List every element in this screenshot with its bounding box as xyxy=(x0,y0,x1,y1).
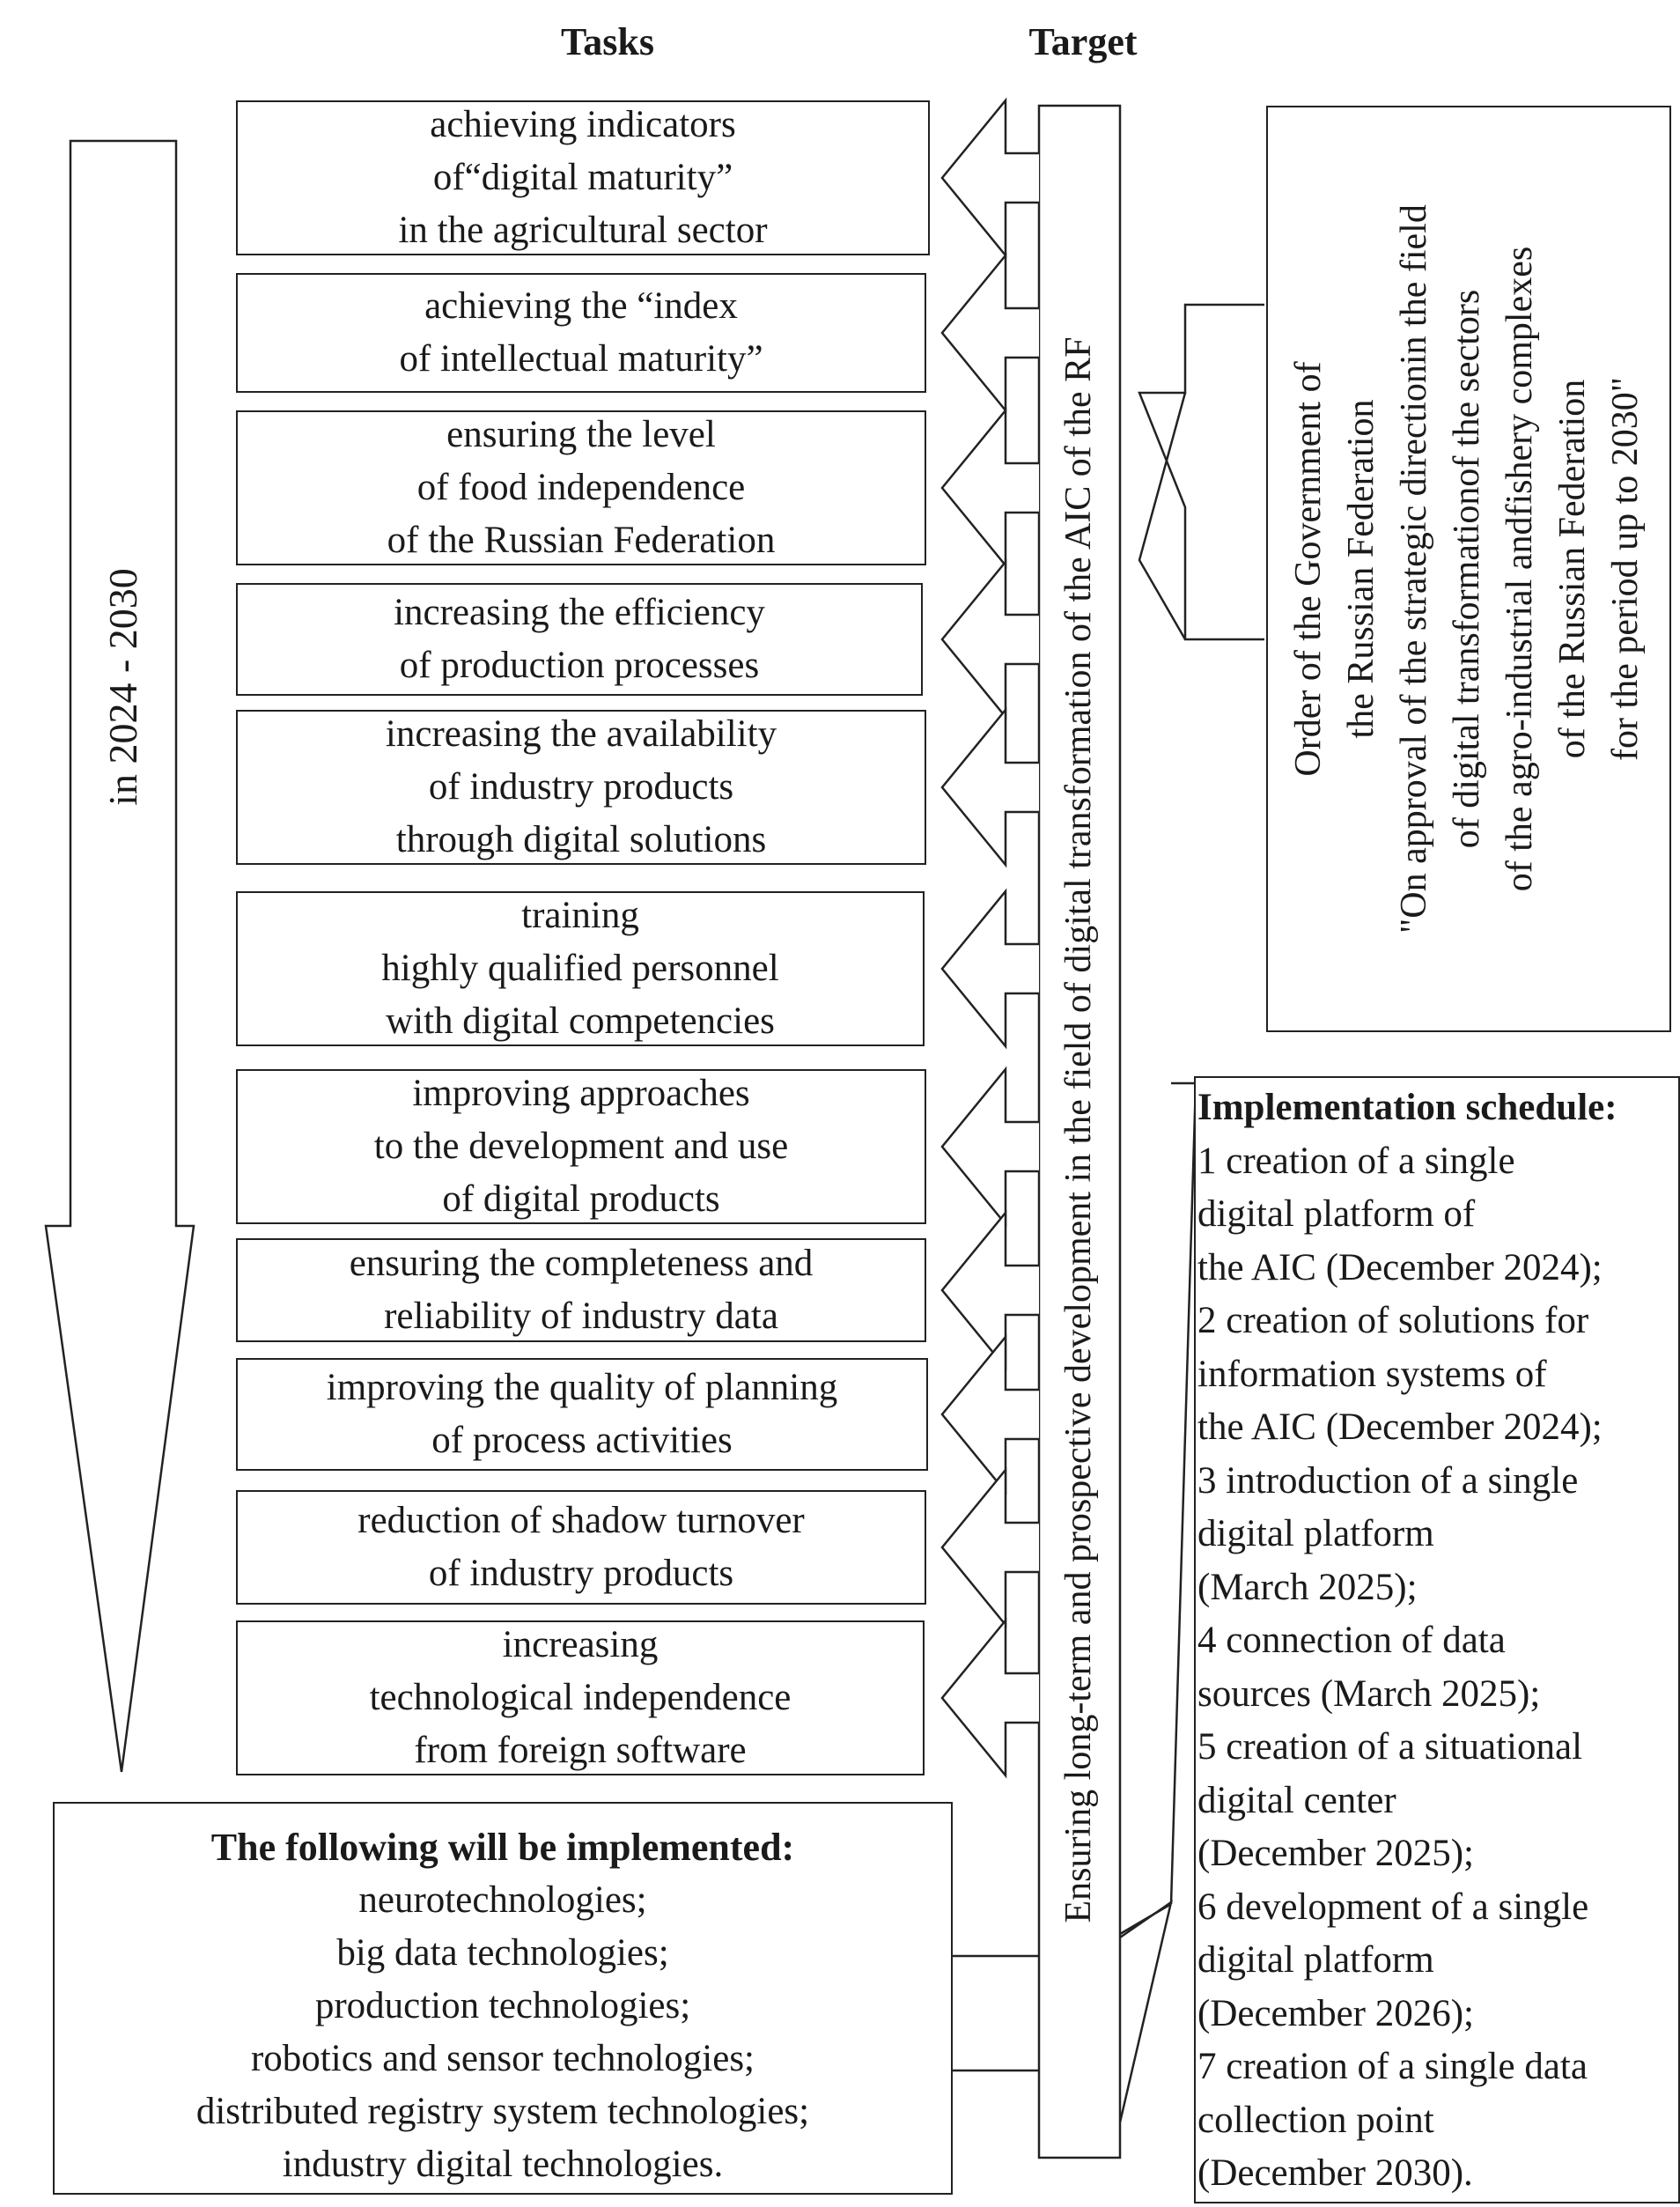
schedule-line: (December 2025); xyxy=(1197,1833,1474,1874)
schedule-line: collection point xyxy=(1197,2099,1434,2141)
task-arrow xyxy=(940,1066,1039,1228)
task-box: increasing the availability of industry … xyxy=(236,710,926,865)
schedule-line: 3 introduction of a single xyxy=(1197,1459,1579,1502)
order-line: Order of the Government of xyxy=(1288,361,1329,777)
task-arrow xyxy=(940,1333,1039,1495)
task-box: increasing technological independence fr… xyxy=(236,1620,925,1775)
schedule-line: digital platform xyxy=(1197,1513,1434,1554)
task-line: reliability of industry data xyxy=(384,1295,778,1337)
task-line: ensuring the level xyxy=(446,414,716,455)
task-box: improving the quality of planning of pro… xyxy=(236,1358,928,1471)
task-arrow xyxy=(940,1617,1039,1779)
task-box: ensuring the completeness and reliabilit… xyxy=(236,1238,926,1342)
order-line: for the period up to 2030" xyxy=(1605,377,1646,761)
schedule-line: sources (March 2025); xyxy=(1197,1672,1541,1715)
task-line: of“digital maturity” xyxy=(432,157,733,198)
period-label: in 2024 - 2030 xyxy=(100,568,145,806)
tasks-header: Tasks xyxy=(560,20,655,63)
order-line: of digital transformationof the sectors xyxy=(1447,289,1487,849)
task-line: of production processes xyxy=(399,645,760,686)
target-text: Ensuring long-term and prospective devel… xyxy=(1058,336,1099,1923)
implemented-item: neurotechnologies; xyxy=(358,1879,647,1921)
task-box: achieving the “index of intellectual mat… xyxy=(236,273,926,393)
task-arrow xyxy=(940,706,1039,868)
task-line: from foreign software xyxy=(414,1730,747,1771)
schedule-line: the AIC (December 2024); xyxy=(1197,1406,1603,1448)
schedule-line: 5 creation of a situational xyxy=(1197,1726,1583,1768)
task-box: achieving indicators of“digital maturity… xyxy=(236,100,930,255)
task-arrow xyxy=(940,888,1039,1050)
task-line: increasing xyxy=(502,1624,659,1665)
task-line: reduction of shadow turnover xyxy=(357,1500,805,1541)
task-line: increasing the availability xyxy=(385,713,777,755)
target-header: Target xyxy=(1028,20,1138,63)
task-line: to the development and use xyxy=(373,1126,789,1167)
schedule-line: digital platform xyxy=(1197,1939,1434,1981)
implemented-title: The following will be implemented: xyxy=(210,1826,795,1869)
task-line: in the agricultural sector xyxy=(398,210,768,251)
task-line: ensuring the completeness and xyxy=(349,1243,814,1284)
task-box: improving approaches to the development … xyxy=(236,1069,926,1224)
order-line: of the agro-industrial andfishery comple… xyxy=(1499,246,1540,892)
task-line: of digital products xyxy=(442,1178,720,1220)
task-line: of industry products xyxy=(428,1553,734,1594)
task-arrow xyxy=(940,407,1039,569)
implementation-schedule-box: Implementation schedule: 1 creation of a… xyxy=(1194,1076,1680,2203)
implemented-item: big data technologies; xyxy=(336,1932,669,1974)
schedule-line: (December 2026); xyxy=(1197,1992,1474,2034)
schedule-line: 2 creation of solutions for xyxy=(1197,1300,1589,1341)
task-box: reduction of shadow turnover of industry… xyxy=(236,1490,926,1605)
task-line: training xyxy=(521,895,639,936)
period-arrow xyxy=(44,139,195,1773)
task-box: training highly qualified personnel with… xyxy=(236,891,925,1046)
schedule-line: digital center xyxy=(1197,1779,1396,1821)
order-line: the Russian Federation xyxy=(1341,399,1382,739)
government-order-box xyxy=(1266,106,1671,1032)
task-arrow xyxy=(940,1466,1039,1628)
task-box: increasing the efficiency of production … xyxy=(236,583,923,696)
schedule-title: Implementation schedule: xyxy=(1197,1087,1617,1128)
task-arrow xyxy=(940,1209,1039,1371)
order-line: "On approval of the strategic directioni… xyxy=(1394,204,1434,934)
task-arrow xyxy=(940,558,1039,720)
schedule-line: (March 2025); xyxy=(1197,1566,1418,1608)
government-order-text: Order of the Government of the Russian F… xyxy=(1280,109,1654,1029)
schedule-line: 1 creation of a single xyxy=(1197,1140,1515,1182)
task-line: improving approaches xyxy=(412,1073,750,1114)
task-line: of intellectual maturity” xyxy=(399,338,763,380)
implemented-item: distributed registry system technologies… xyxy=(195,2091,810,2132)
order-line: of the Russian Federation xyxy=(1552,379,1593,759)
implemented-item: production technologies; xyxy=(314,1985,691,2026)
task-line: of the Russian Federation xyxy=(387,520,776,561)
task-line: increasing the efficiency xyxy=(394,592,765,633)
implemented-technologies-box: The following will be implemented: neuro… xyxy=(53,1802,953,2195)
schedule-line: 6 development of a single xyxy=(1197,1886,1589,1928)
task-box: ensuring the level of food independence … xyxy=(236,410,926,565)
task-line: achieving indicators xyxy=(430,104,736,145)
schedule-line: 4 connection of data xyxy=(1197,1620,1506,1661)
task-line: highly qualified personnel xyxy=(381,948,779,989)
task-arrow xyxy=(940,252,1039,414)
implemented-item: robotics and sensor technologies; xyxy=(250,2038,755,2079)
task-line: improving the quality of planning xyxy=(326,1367,838,1408)
task-line: technological independence xyxy=(369,1677,792,1718)
task-line: of food independence xyxy=(416,467,746,508)
schedule-line: the AIC (December 2024); xyxy=(1197,1246,1603,1288)
task-line: through digital solutions xyxy=(395,819,767,860)
schedule-line: information systems of xyxy=(1197,1353,1547,1395)
task-line: with digital competencies xyxy=(386,1000,775,1042)
schedule-line: (December 2030). xyxy=(1197,2152,1473,2194)
order-to-target-arrow xyxy=(1138,303,1264,641)
target-box xyxy=(1037,104,1122,2159)
task-line: of process activities xyxy=(431,1420,733,1461)
implemented-item: industry digital technologies. xyxy=(282,2144,724,2185)
task-line: achieving the “index xyxy=(424,285,738,327)
task-arrow xyxy=(940,97,1039,259)
task-line: of industry products xyxy=(428,766,734,808)
schedule-line: 7 creation of a single data xyxy=(1197,2046,1588,2087)
schedule-line: digital platform of xyxy=(1197,1193,1476,1235)
